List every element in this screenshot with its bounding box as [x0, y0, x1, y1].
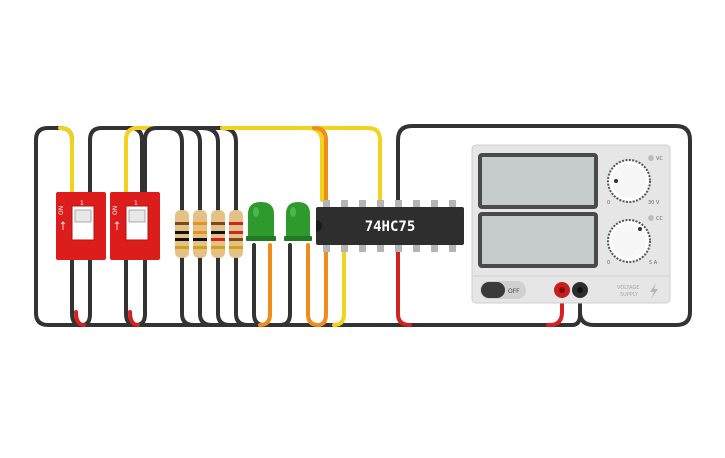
positive-terminal[interactable] [554, 282, 570, 298]
chip-pins-bottom [323, 244, 456, 252]
ic-chip[interactable]: 74HC75 [316, 200, 464, 252]
wire-yellow-switch1[interactable] [58, 126, 74, 194]
led-1[interactable] [246, 202, 276, 241]
current-knob[interactable] [607, 219, 651, 263]
dip-switch-2-position-label: 1 [134, 200, 138, 207]
chip-pins-top [323, 200, 456, 208]
dip-switch-1-position-label: 1 [80, 200, 84, 207]
wire-black-loop-2[interactable] [88, 126, 144, 194]
wire-black-led2-bottom[interactable] [278, 243, 292, 327]
power-toggle-switch[interactable]: OFF [480, 281, 526, 299]
wire-yellow-switch2[interactable] [124, 126, 324, 202]
dip-switch-2[interactable]: ON 1 [110, 192, 160, 260]
wire-black-resistor1-bottom[interactable] [180, 256, 196, 327]
voltage-knob[interactable] [607, 159, 651, 203]
wire-black-resistor2-bottom[interactable] [198, 256, 214, 327]
wire-red-chip-bottom[interactable] [396, 250, 412, 327]
resistor-4[interactable] [229, 210, 243, 258]
voltage-channel-tag: VC [656, 156, 663, 162]
supply-brand-line1: VOLTAGE [617, 285, 639, 291]
dip-switch-1-arrow-icon [60, 221, 66, 230]
wire-orange-chip-top[interactable] [312, 126, 328, 202]
wire-black-led1-bottom[interactable] [252, 243, 266, 327]
wire-orange-led2-chip[interactable] [306, 243, 328, 327]
power-toggle-label: OFF [508, 288, 520, 295]
lightning-bolt-icon [650, 283, 658, 299]
chip-label: 74HC75 [365, 219, 416, 235]
supply-brand-line2: SUPPLY [620, 292, 639, 298]
wire-yellow-chip-bottom[interactable] [332, 250, 346, 327]
dip-switch-2-on-label: ON [112, 206, 119, 215]
voltage-display [478, 153, 598, 209]
wire-black-resistor4-bottom[interactable] [234, 256, 250, 327]
wire-red-switch2-bottom[interactable] [128, 310, 140, 327]
voltage-min-label: 0 [607, 200, 610, 206]
voltage-channel-led-icon [648, 155, 654, 161]
led-2[interactable] [284, 202, 312, 241]
current-channel-led-icon [648, 215, 654, 221]
resistor-3[interactable] [211, 210, 225, 258]
dip-switch-1[interactable]: ON 1 [56, 192, 106, 260]
dip-switch-2-arrow-icon [114, 221, 120, 230]
current-min-label: 0 [607, 260, 610, 266]
dip-switch-1-on-label: ON [58, 206, 65, 215]
wire-black-resistor3-bottom[interactable] [216, 256, 232, 327]
wire-red-switch1-bottom[interactable] [74, 310, 86, 327]
chip-notch [316, 220, 322, 232]
resistor-1[interactable] [175, 210, 189, 258]
resistor-2[interactable] [193, 210, 207, 258]
voltage-max-label: 30 V [648, 200, 660, 206]
power-supply[interactable]: VC 0 30 V CC 0 5 A OFF VOLTAGE SUPPLY [471, 144, 671, 304]
negative-terminal[interactable] [572, 282, 588, 298]
wire-red-supply-positive[interactable] [546, 290, 564, 327]
current-channel-tag: CC [656, 216, 663, 222]
wire-black-supply-loop[interactable] [396, 124, 692, 327]
wire-black-loop-6[interactable] [188, 126, 238, 212]
current-display [478, 212, 598, 268]
wire-yellow-chip-top[interactable] [220, 126, 382, 202]
wire-orange-led1[interactable] [258, 243, 272, 327]
current-max-label: 5 A [649, 260, 658, 266]
